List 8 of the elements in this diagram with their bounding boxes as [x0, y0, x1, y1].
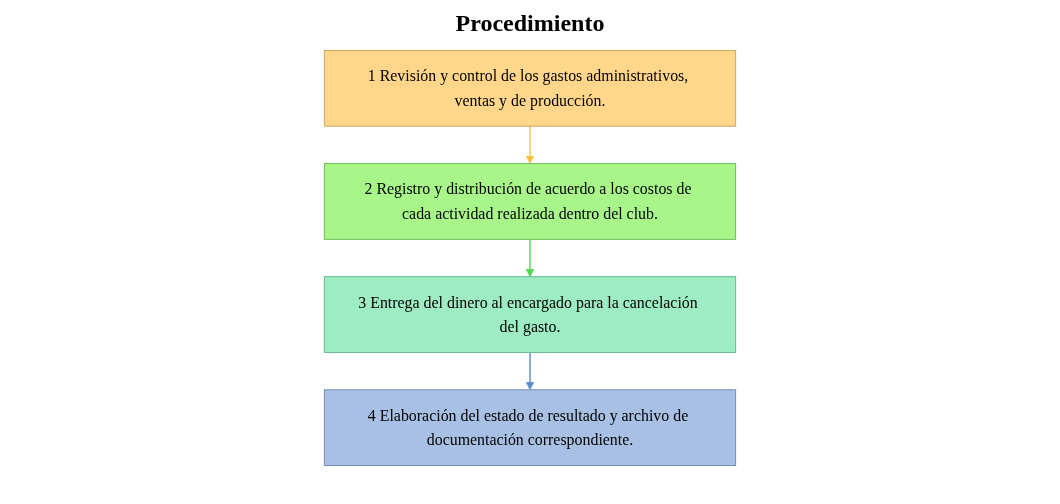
arrow: [525, 125, 535, 164]
node-box: 3 Entrega del dinero al encargado para la cancelación del gasto.: [323, 276, 737, 353]
node-box: 1 Revisión y control de los gastos administrativos, ventas y de producción.: [323, 50, 737, 127]
node-box: 2 Registro y distribución de acuerdo a los costos de cada actividad realizada dentro del club.: [323, 163, 737, 240]
node-box: 4 Elaboración del estado de resultado y archivo de documentación correspondiente.: [323, 389, 737, 466]
arrow: [525, 238, 535, 278]
arrow: [525, 351, 535, 391]
diagram-title: Procedimiento: [454, 10, 606, 37]
